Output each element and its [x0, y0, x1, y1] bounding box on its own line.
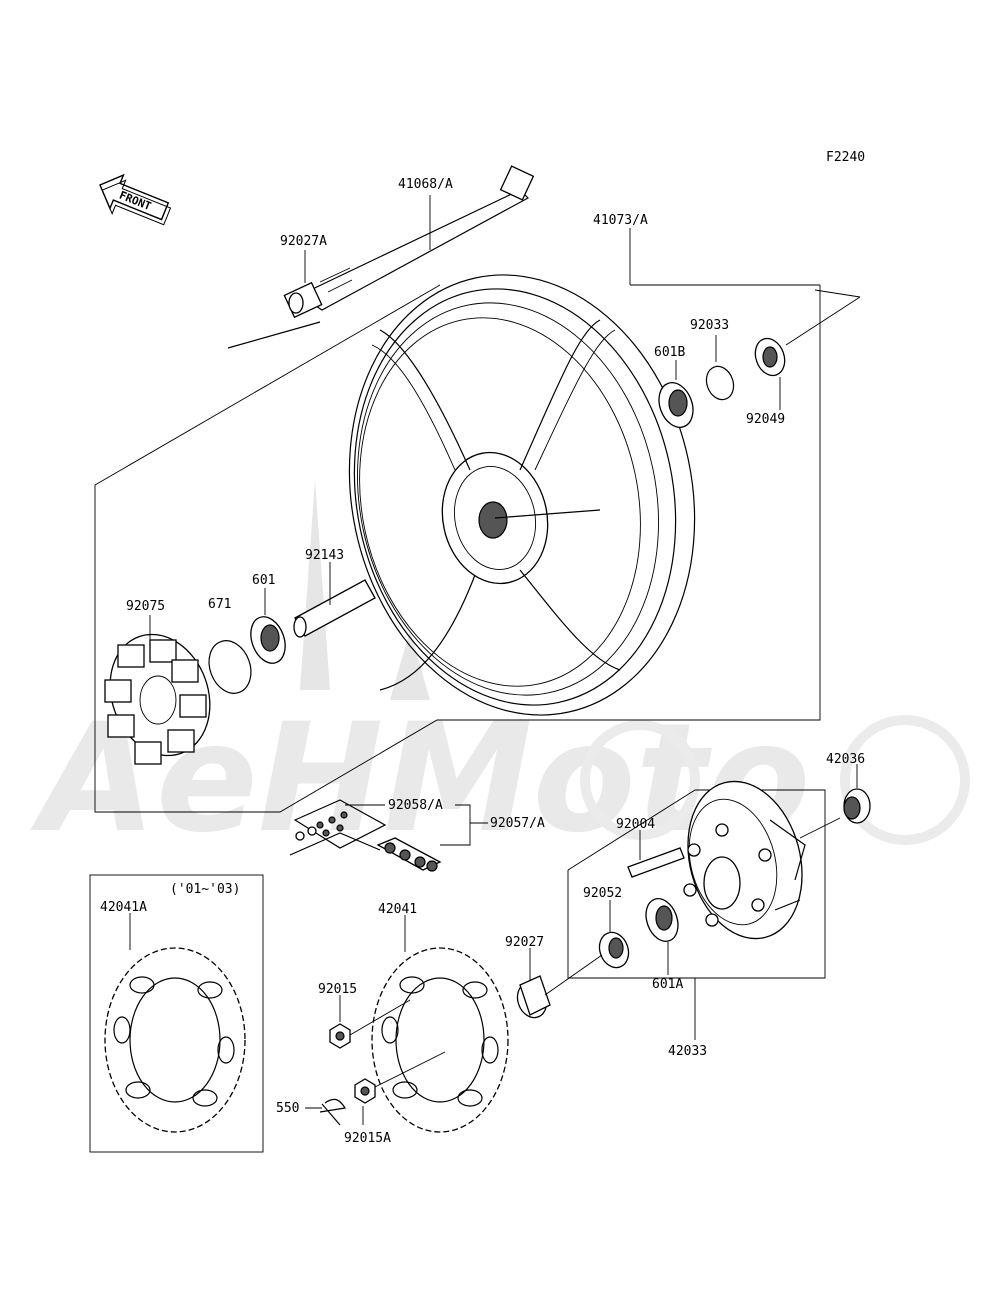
collar-coupling [516, 975, 551, 1019]
label-cotter-pin: 550 [276, 1101, 299, 1116]
label-seal-right: 92049 [746, 412, 785, 427]
seal-coupling [598, 931, 630, 969]
label-link-clip: 92058/A [388, 798, 443, 813]
bearing-right [658, 382, 694, 428]
label-coupling: 42033 [668, 1044, 707, 1059]
cotter-pin [319, 1098, 346, 1126]
coupling-group-outline [567, 789, 826, 979]
label-seal-coupling: 92052 [583, 886, 622, 901]
rear-wheel [348, 274, 696, 716]
figure-code: F2240 [826, 150, 865, 165]
label-coupling-cap: 42036 [826, 752, 865, 767]
label-chain: 92057/A [490, 816, 545, 831]
chain-link-kit [289, 799, 387, 856]
axle [227, 165, 535, 349]
label-nut: 92015 [318, 982, 357, 997]
sprocket [371, 947, 509, 1133]
label-collar-coupling: 92027 [505, 935, 544, 950]
label-circlip: 92033 [690, 318, 729, 333]
seal-right [754, 337, 786, 377]
bearing-left [250, 616, 286, 664]
sprocket-coupling-cap [843, 788, 871, 824]
bearing-coupling [645, 898, 679, 942]
wheel-group-outline [94, 284, 821, 813]
stud [627, 847, 685, 878]
label-damper: 92075 [126, 599, 165, 614]
label-axle: 41068/A [398, 177, 453, 192]
damper [104, 633, 211, 765]
label-bearing-left: 601 [252, 573, 275, 588]
label-sprocket: 42041 [378, 902, 417, 917]
front-arrow-icon: FRONT [99, 173, 172, 226]
label-wheel: 41073/A [593, 213, 648, 228]
label-sprocket-alt: 42041A [100, 900, 147, 915]
year-note: ('01~'03) [170, 882, 240, 897]
sprocket-alt [104, 947, 246, 1133]
label-oring: 671 [208, 597, 231, 612]
coupling-hub [683, 780, 806, 940]
sprocket-alt-box [89, 874, 264, 1153]
label-castle-nut: 92015A [344, 1131, 391, 1146]
label-collar-left: 92027A [280, 234, 327, 249]
label-bearing-right: 601B [654, 345, 685, 360]
nut [329, 1023, 351, 1049]
spacer [293, 579, 376, 638]
label-bearing-coupling: 601A [652, 977, 683, 992]
circlip [705, 365, 735, 401]
o-ring [208, 640, 252, 694]
castle-nut [354, 1078, 376, 1104]
label-spacer: 92143 [305, 548, 344, 563]
label-stud: 92004 [616, 817, 655, 832]
chain [376, 837, 442, 872]
